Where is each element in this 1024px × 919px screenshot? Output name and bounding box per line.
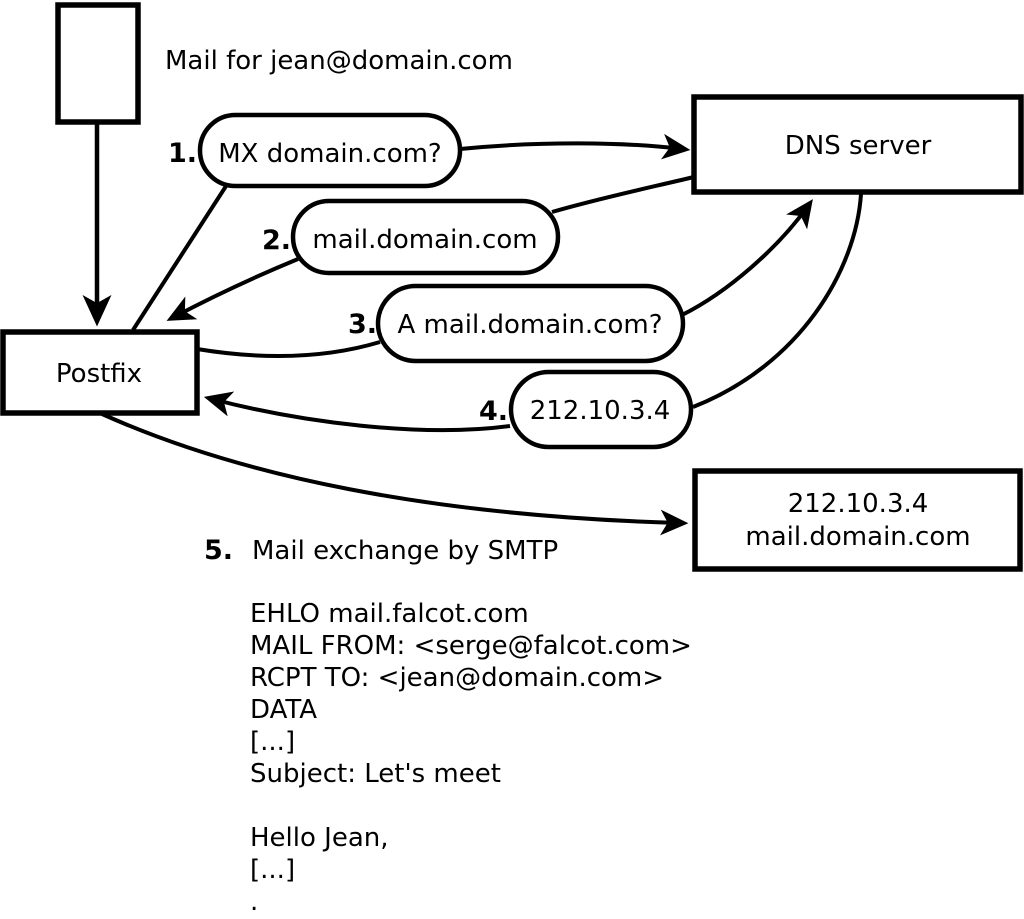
step3-pill [375, 283, 686, 364]
step1-pill [197, 112, 463, 189]
postfix-label: Postfix [56, 359, 142, 389]
postfix-box [0, 329, 200, 416]
arrow-step2-to-postfix [166, 257, 299, 321]
mail-for-label: Mail for jean@domain.com [165, 46, 513, 76]
step3-number: 3. [348, 309, 377, 340]
mailserver-box [692, 468, 1023, 572]
step5-label: Mail exchange by SMTP [252, 536, 558, 566]
smtp-line: DATA [250, 695, 317, 725]
line-postfix-to-step3 [196, 340, 381, 359]
smtp-line: [...] [250, 727, 295, 757]
smtp-line: EHLO mail.falcot.com [250, 599, 529, 629]
arrow-postfix-to-mailserver [101, 412, 689, 536]
arrow-step1-to-dns [459, 133, 691, 160]
envelope-icon [55, 2, 141, 125]
smtp-line: RCPT TO: <jean@domain.com> [250, 663, 664, 693]
step2-label: mail.domain.com [312, 225, 537, 255]
step4-pill [508, 369, 694, 450]
step5-number: 5. [204, 535, 233, 566]
arrow-step4-to-postfix [203, 391, 511, 433]
smtp-line: [...] [250, 855, 295, 885]
step2-number: 2. [262, 225, 291, 256]
step3-label: A mail.domain.com? [398, 310, 663, 340]
step4-number: 4. [479, 396, 508, 427]
mailserver-label-line1: 212.10.3.4 [788, 489, 929, 519]
smtp-line: Subject: Let's meet [250, 759, 501, 789]
step2-pill [290, 198, 561, 276]
smtp-line: . [250, 887, 258, 917]
smtp-session-block: EHLO mail.falcot.com MAIL FROM: <serge@f… [250, 599, 692, 917]
step1-label: MX domain.com? [218, 139, 441, 169]
dns-box [691, 94, 1024, 195]
arrow-step3-to-dns [681, 199, 813, 317]
step4-label: 212.10.3.4 [530, 396, 671, 426]
mailserver-label-line2: mail.domain.com [745, 522, 970, 552]
step1-number: 1. [168, 138, 197, 169]
line-dns-to-step4 [692, 193, 863, 409]
line-dns-to-step2 [551, 175, 695, 214]
smtp-line: Hello Jean, [250, 823, 389, 853]
dns-label: DNS server [785, 131, 932, 161]
smtp-line: MAIL FROM: <serge@falcot.com> [250, 631, 692, 661]
line-postfix-to-step1 [131, 181, 230, 332]
